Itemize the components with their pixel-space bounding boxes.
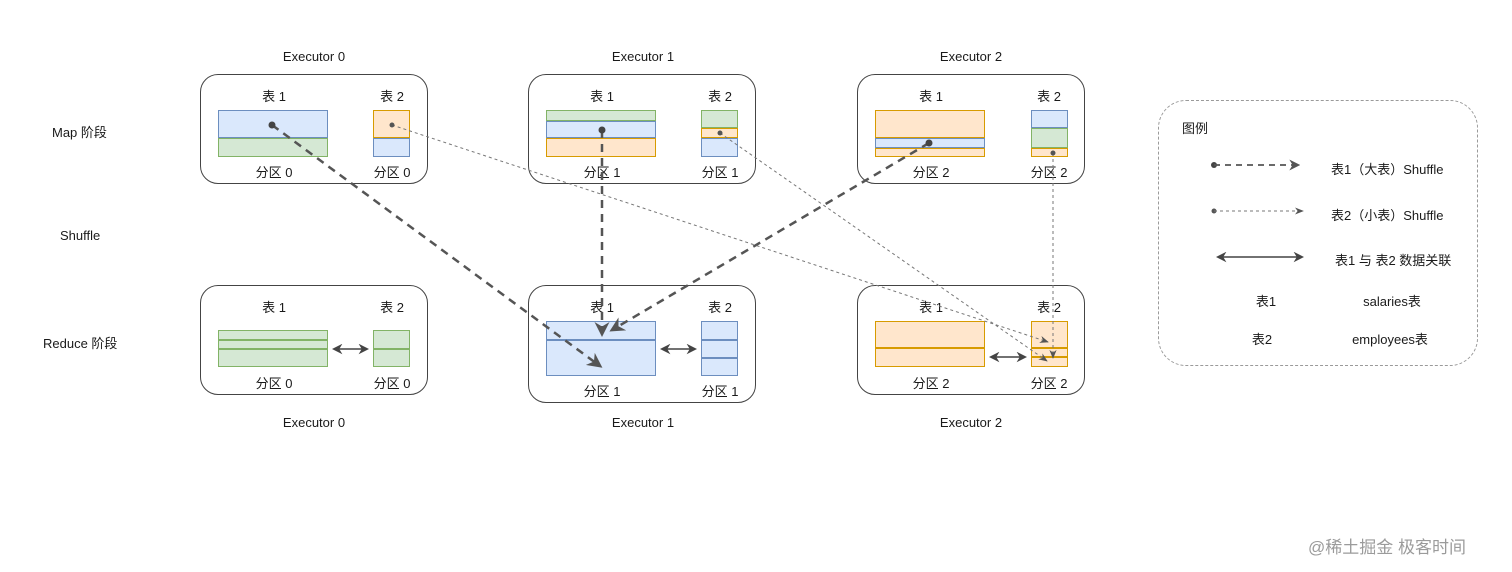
legend-sample-table2 <box>1211 207 1304 215</box>
reduce-ex0-table2-row-1 <box>373 330 410 349</box>
map-ex2-table2-partition: 分区 2 <box>1030 165 1068 180</box>
reduce-ex1-table1-label: 表 1 <box>590 300 614 315</box>
map-ex1-table2-block-blue <box>701 138 738 157</box>
legend-map2-value: employees表 <box>1352 332 1428 347</box>
shuffle-t1-ex2-origin <box>925 139 933 147</box>
reduce-ex2-table2-row-1 <box>1031 321 1068 348</box>
map-ex2-table1-block-orange-2 <box>875 148 985 157</box>
watermark: @稀土掘金 极客时间 <box>1308 538 1466 557</box>
map-ex2-table1-block-orange <box>875 110 985 138</box>
shuffle-t2-ex0-to-ex2 <box>391 124 1049 343</box>
reduce-ex0-table2-row-2 <box>373 349 410 367</box>
legend-item-table1-shuffle: 表1（大表）Shuffle <box>1331 162 1444 177</box>
reduce-ex1-table2-label: 表 2 <box>708 300 732 315</box>
shuffle-t2-ex0-origin <box>389 122 395 128</box>
reduce-ex0-table1-partition: 分区 0 <box>255 376 293 391</box>
stage-map-label: Map 阶段 <box>52 125 107 140</box>
legend-box <box>1158 100 1478 366</box>
reduce-ex1-table1-partition: 分区 1 <box>583 384 621 399</box>
legend-sample-table1 <box>1211 159 1301 171</box>
legend-map2-key: 表2 <box>1251 332 1273 347</box>
shuffle-t1-ex1-origin <box>598 126 606 134</box>
map-ex0-table1-partition: 分区 0 <box>255 165 293 180</box>
legend-map1-key: 表1 <box>1255 294 1277 309</box>
legend-title: 图例 <box>1182 121 1209 136</box>
executor-2-title-bottom: Executor 2 <box>939 415 1003 430</box>
map-ex0-table2-block-blue <box>373 138 410 157</box>
map-ex1-table1-label: 表 1 <box>590 89 614 104</box>
reduce-ex0-table1-row-3 <box>218 349 328 367</box>
reduce-executor-2-box: 表 1 表 2 分区 2 分区 2 <box>857 285 1085 395</box>
shuffle-t1-ex2-to-ex1 <box>609 141 930 332</box>
reduce-ex0-table1-row-2 <box>218 340 328 349</box>
reduce-ex2-table1-row-1 <box>875 321 985 348</box>
map-ex2-table2-block-orange <box>1031 148 1068 157</box>
reduce-ex0-table1-label: 表 1 <box>262 300 286 315</box>
reduce-ex2-table2-partition: 分区 2 <box>1030 376 1068 391</box>
executor-0-title-top: Executor 0 <box>282 49 346 64</box>
map-ex0-table2-label: 表 2 <box>380 89 404 104</box>
reduce-ex1-table2-row-2 <box>701 340 738 358</box>
shuffle-t2-ex1-origin <box>717 130 723 136</box>
reduce-ex2-table2-label: 表 2 <box>1037 300 1061 315</box>
reduce-ex1-table2-partition: 分区 1 <box>701 384 739 399</box>
map-ex2-table1-partition: 分区 2 <box>912 165 950 180</box>
stage-shuffle-label: Shuffle <box>60 228 101 243</box>
map-ex0-table1-label: 表 1 <box>262 89 286 104</box>
legend-item-join: 表1 与 表2 数据关联 <box>1335 253 1452 268</box>
reduce-ex0-table1-row-1 <box>218 330 328 340</box>
map-ex2-table2-block-blue <box>1031 110 1068 128</box>
map-ex1-table2-label: 表 2 <box>708 89 732 104</box>
reduce-ex2-table1-row-2 <box>875 348 985 367</box>
shuffle-t2-ex1-to-ex2 <box>719 132 1048 362</box>
shuffle-t2-ex2-origin <box>1050 150 1056 156</box>
executor-0-title-bottom: Executor 0 <box>282 415 346 430</box>
map-ex0-table1-block-green <box>218 138 328 157</box>
executor-1-title-bottom: Executor 1 <box>611 415 675 430</box>
map-ex2-table1-label: 表 1 <box>919 89 943 104</box>
map-ex2-table2-label: 表 2 <box>1037 89 1061 104</box>
map-ex0-table2-partition: 分区 0 <box>373 165 411 180</box>
map-ex1-table2-partition: 分区 1 <box>701 165 739 180</box>
reduce-ex1-table2-row-1 <box>701 321 738 340</box>
reduce-ex0-table2-label: 表 2 <box>380 300 404 315</box>
stage-reduce-label: Reduce 阶段 <box>43 336 118 351</box>
legend-map1-value: salaries表 <box>1363 294 1421 309</box>
reduce-ex0-table2-partition: 分区 0 <box>373 376 411 391</box>
shuffle-t1-ex0-to-ex1 <box>271 123 603 368</box>
shuffle-t1-ex0-origin <box>268 121 276 129</box>
map-ex1-table1-block-green <box>546 110 656 121</box>
executor-2-title-top: Executor 2 <box>939 49 1003 64</box>
executor-1-title-top: Executor 1 <box>611 49 675 64</box>
map-ex1-table2-block-green <box>701 110 738 128</box>
map-ex2-table2-block-green <box>1031 128 1068 148</box>
reduce-ex1-table2-row-3 <box>701 358 738 376</box>
reduce-ex2-table1-partition: 分区 2 <box>912 376 950 391</box>
legend-item-table2-shuffle: 表2（小表）Shuffle <box>1331 208 1444 223</box>
reduce-ex2-table1-label: 表 1 <box>919 300 943 315</box>
